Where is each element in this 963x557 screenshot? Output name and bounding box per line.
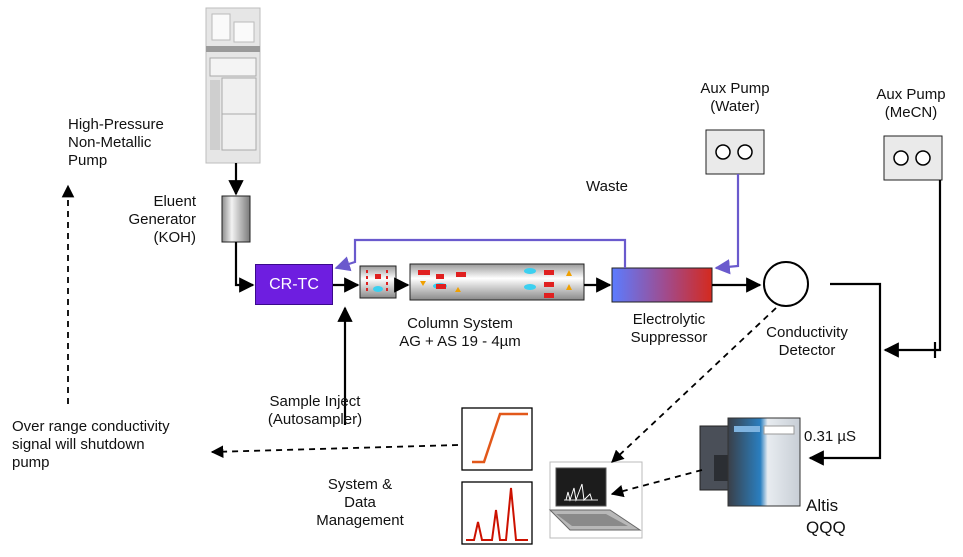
aux-pump-water-icon bbox=[705, 129, 765, 175]
laptop-icon bbox=[548, 461, 643, 539]
waste-label: Waste bbox=[586, 178, 628, 195]
flow-lines bbox=[228, 163, 942, 466]
eluent-generator-cartridge-icon bbox=[221, 195, 251, 243]
suppressor-label: Electrolytic Suppressor bbox=[630, 311, 708, 346]
crtc-box: CR-TC bbox=[255, 264, 333, 305]
shutdown-note: Over range conductivity signal will shut… bbox=[12, 418, 170, 471]
mass-spec-label: Altis QQQ bbox=[806, 496, 846, 537]
signal-lines bbox=[61, 184, 777, 498]
aux-pump-water-label: Aux Pump (Water) bbox=[700, 80, 770, 115]
overrange-signal-panel bbox=[461, 407, 533, 471]
electrolytic-suppressor-icon bbox=[611, 267, 713, 303]
conductivity-value: 0.31 µS bbox=[804, 428, 857, 445]
sample-inject-label: Sample Inject (Autosampler) bbox=[267, 393, 363, 428]
ic-instrument-icon bbox=[205, 7, 261, 164]
conductivity-detector-icon bbox=[763, 261, 809, 307]
aux-pump-mecn-label: Aux Pump (MeCN) bbox=[876, 86, 946, 121]
mass-spectrometer-icon bbox=[699, 417, 801, 507]
pump-label: High-Pressure Non-Metallic Pump bbox=[68, 116, 164, 169]
aux-pump-mecn-icon bbox=[883, 135, 943, 181]
waste-recycle-lines bbox=[334, 174, 740, 275]
system-data-management-label: System & Data Management bbox=[316, 476, 404, 529]
eluent-generator-label: Eluent Generator (KOH) bbox=[128, 193, 196, 246]
column-system-label: Column System AG + AS 19 - 4µm bbox=[399, 315, 521, 350]
conductivity-detector-label: Conductivity Detector bbox=[766, 324, 848, 359]
guard-column-icon bbox=[359, 265, 397, 299]
analytical-column-icon bbox=[409, 263, 585, 301]
chromatogram-panel bbox=[461, 481, 533, 545]
